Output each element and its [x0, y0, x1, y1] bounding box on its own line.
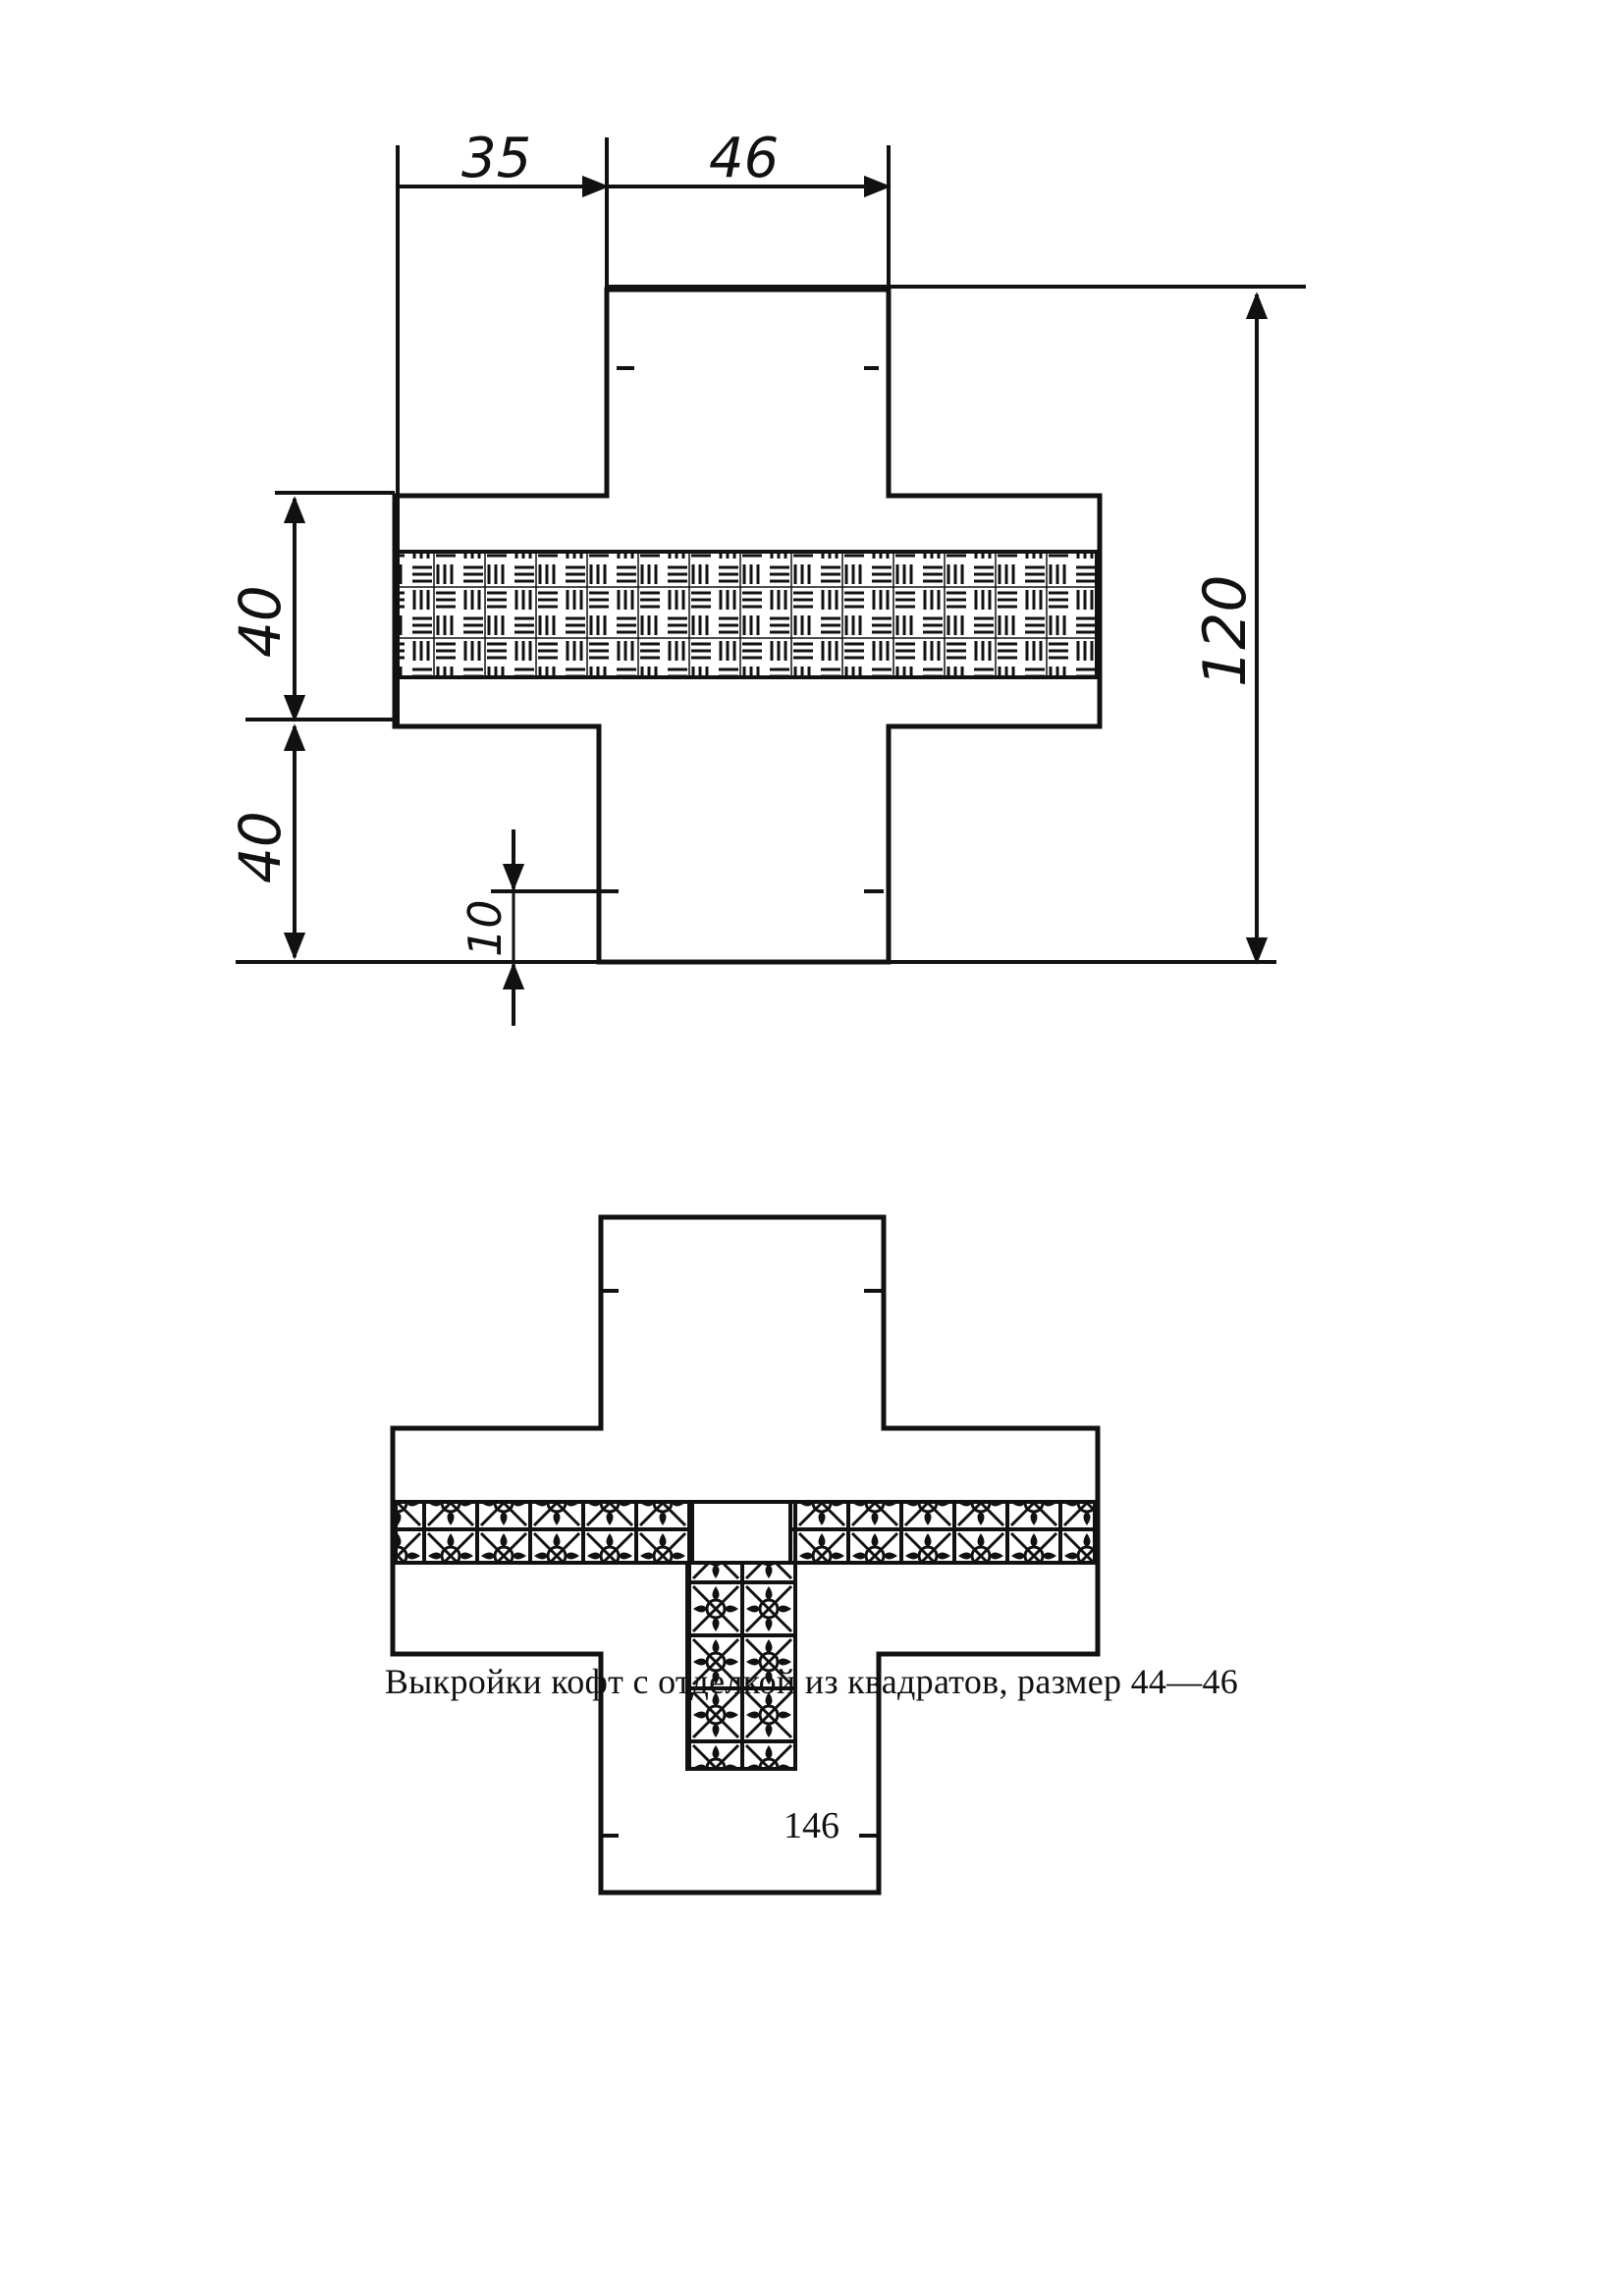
decorative-band-left [394, 1500, 694, 1565]
dimension-120: 120 [1191, 574, 1260, 687]
dimension-40-lower: 40 [227, 811, 294, 883]
decorative-band-right [788, 1500, 1097, 1565]
dimension-46: 46 [709, 127, 779, 190]
page-number: 146 [784, 1805, 839, 1846]
cross-outline-bottom [390, 1214, 1101, 1896]
dimension-10: 10 [459, 899, 512, 957]
figure-caption: Выкройки кофт с отделкой из квадратов, р… [384, 1662, 1239, 1701]
decorative-center-panel [685, 1561, 797, 1771]
dimension-40-upper: 40 [227, 585, 294, 658]
pattern-diagram-top: 35 46 120 40 40 10 [227, 127, 1306, 1026]
dimension-35: 35 [461, 127, 531, 190]
decorative-band-top [396, 550, 1099, 679]
pattern-diagram-bottom [390, 1214, 1101, 1896]
